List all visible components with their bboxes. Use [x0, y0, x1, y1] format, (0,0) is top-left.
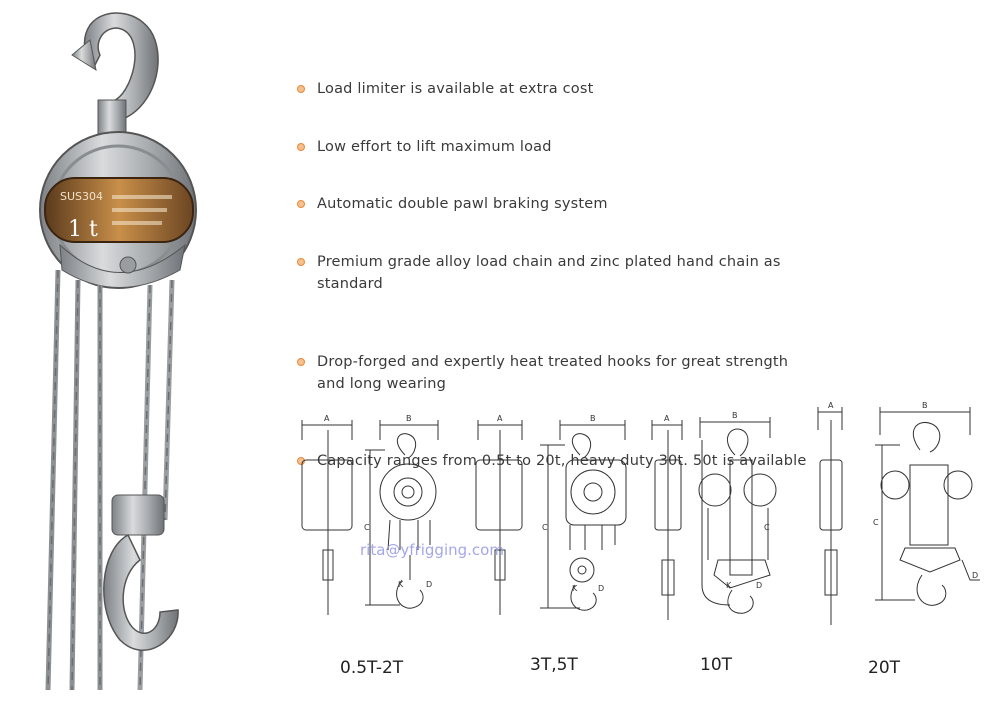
svg-text:A: A	[324, 414, 330, 423]
svg-text:C: C	[542, 523, 548, 532]
caption-10t: 10T	[700, 655, 733, 675]
svg-text:C: C	[764, 523, 770, 532]
svg-text:A: A	[497, 414, 503, 423]
caption-0-5t-2t: 0.5T-2T	[340, 658, 404, 678]
feature-list: Load limiter is available at extra cost …	[295, 78, 820, 469]
chain-hoist-photo: 1 t SUS304	[39, 12, 197, 691]
diagram-20t	[817, 407, 980, 625]
bullet-icon	[297, 85, 305, 93]
svg-text:K: K	[398, 580, 404, 589]
svg-text:A: A	[664, 414, 670, 423]
svg-text:B: B	[732, 411, 738, 420]
plate-model: SUS304	[60, 190, 103, 203]
bullet-icon	[297, 457, 305, 465]
bullet-icon	[297, 358, 305, 366]
bottom-hook	[103, 533, 179, 651]
feature-item: Premium grade alloy load chain and zinc …	[295, 251, 820, 295]
bullet-icon	[297, 143, 305, 151]
svg-text:D: D	[598, 584, 604, 593]
svg-text:D: D	[756, 581, 762, 590]
email-watermark: rita@yfrigging.com	[360, 541, 504, 559]
feature-text: Capacity ranges from 0.5t to 20t, heavy …	[317, 453, 807, 469]
svg-text:K: K	[726, 581, 732, 590]
svg-text:A: A	[828, 401, 834, 410]
svg-text:D: D	[426, 580, 432, 589]
dimension-labels: A B C K D A B C K D A B C K D A B C D	[324, 401, 978, 593]
feature-text: Premium grade alloy load chain and zinc …	[317, 254, 781, 292]
bullet-icon	[297, 200, 305, 208]
bullet-icon	[297, 258, 305, 266]
feature-item: Load limiter is available at extra cost	[295, 78, 820, 100]
svg-text:D: D	[972, 571, 978, 580]
svg-text:C: C	[873, 518, 879, 527]
feature-text: Drop-forged and expertly heat treated ho…	[317, 354, 789, 392]
dimension-drawings: A B C K D A B C K D A B C K D A B C D	[301, 401, 980, 625]
diagram-0-5t-2t	[301, 420, 439, 615]
feature-item: Capacity ranges from 0.5t to 20t, heavy …	[295, 450, 820, 472]
caption-20t: 20T	[868, 658, 901, 678]
svg-text:B: B	[406, 414, 412, 423]
caption-3t-5t: 3T,5T	[530, 655, 578, 675]
svg-text:C: C	[364, 523, 370, 532]
svg-text:K: K	[572, 584, 578, 593]
feature-item: Low effort to lift maximum load	[295, 136, 820, 158]
plate-capacity: 1 t	[68, 217, 98, 242]
svg-text:B: B	[922, 401, 928, 410]
diagram-10t	[651, 417, 777, 620]
feature-text: Automatic double pawl braking system	[317, 196, 608, 212]
feature-item: Automatic double pawl braking system	[295, 193, 820, 215]
svg-text:B: B	[590, 414, 596, 423]
feature-text: Low effort to lift maximum load	[317, 139, 552, 155]
feature-text: Load limiter is available at extra cost	[317, 81, 594, 97]
diagram-3t-5t	[475, 420, 627, 615]
feature-item: Drop-forged and expertly heat treated ho…	[295, 351, 820, 395]
